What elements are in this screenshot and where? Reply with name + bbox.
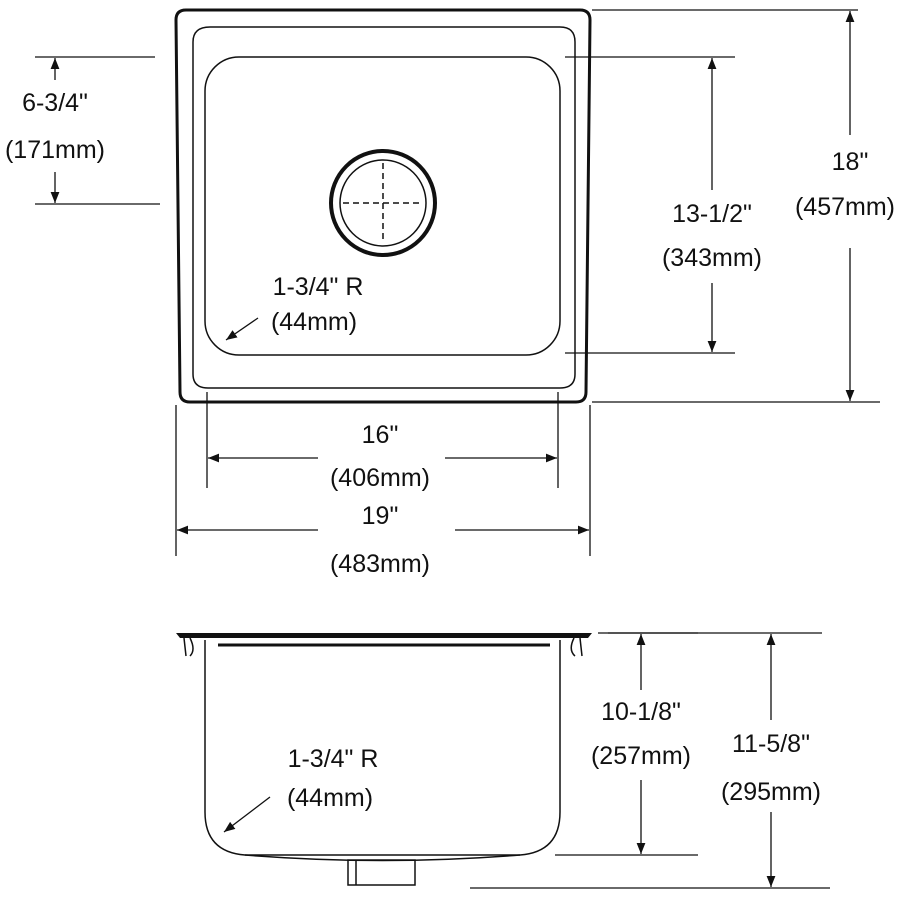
sink-side-rim [176, 633, 592, 638]
side-view [176, 633, 592, 886]
rim-clips [183, 637, 583, 657]
dim-corner-radius-top: 1-3/4" R (44mm) [225, 273, 364, 341]
dim-label-imperial: 10-1/8" [601, 698, 681, 726]
dim-label-imperial: 19" [362, 502, 399, 530]
sink-bowl [204, 56, 561, 356]
drain-outer [329, 149, 437, 257]
sink-inner-rim [192, 26, 576, 389]
dim-overall-length: 18" (457mm) [592, 9, 895, 403]
dim-label-imperial: 1-3/4" R [273, 273, 364, 301]
dim-label-imperial: 13-1/2" [672, 200, 752, 228]
dim-label-imperial: 11-5/8" [732, 730, 810, 758]
drain-outlet [347, 859, 416, 886]
dim-label-imperial: 16" [362, 421, 399, 449]
drain-inner [339, 159, 427, 247]
dim-bowl-offset: 6-3/4" (171mm) [5, 56, 160, 205]
dim-bowl-length: 13-1/2" (343mm) [565, 56, 762, 354]
sink-side-bowl [204, 640, 561, 856]
dim-label-metric: (171mm) [5, 136, 105, 164]
dim-label-metric: (457mm) [795, 193, 895, 221]
sink-outer-rim [174, 8, 592, 404]
dim-label-metric: (483mm) [330, 550, 430, 578]
dim-corner-radius-side: 1-3/4" R (44mm) [223, 745, 379, 833]
dim-bowl-depth: 10-1/8" (257mm) [555, 632, 698, 856]
dim-label-imperial: 18" [832, 148, 869, 176]
dim-label-metric: (44mm) [287, 784, 373, 812]
top-view [174, 8, 592, 404]
dim-label-metric: (295mm) [721, 778, 821, 806]
dim-label-metric: (44mm) [271, 308, 357, 336]
dim-bowl-width: 16" (406mm) [206, 392, 559, 492]
dim-label-metric: (257mm) [591, 742, 691, 770]
dim-overall-depth: 11-5/8" (295mm) [470, 632, 830, 889]
dim-label-metric: (406mm) [330, 464, 430, 492]
dim-label-metric: (343mm) [662, 244, 762, 272]
dim-label-imperial: 6-3/4" [22, 89, 88, 117]
dim-overall-width: 19" (483mm) [175, 405, 591, 578]
dim-label-imperial: 1-3/4" R [288, 745, 379, 773]
